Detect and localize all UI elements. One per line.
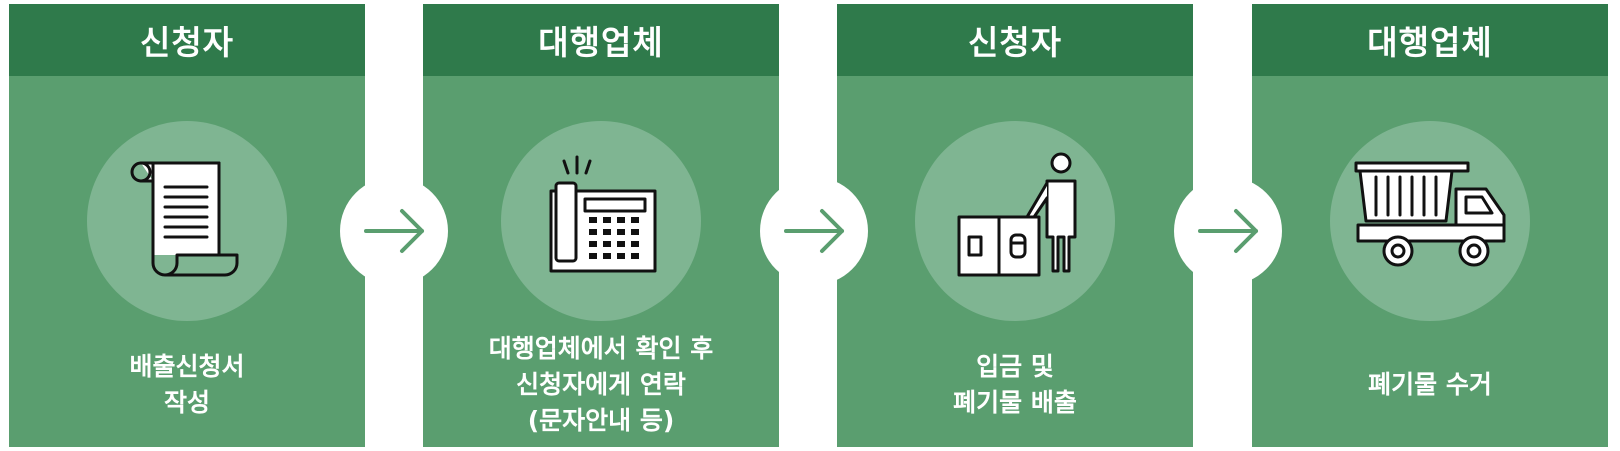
step-1-line-1: 배출신청서 — [129, 351, 245, 381]
step-3-actor: 신청자 — [837, 4, 1193, 76]
office-phone-icon — [549, 155, 657, 273]
step-1-description: 배출신청서 작성 — [9, 322, 365, 447]
step-2-description: 대행업체에서 확인 후 신청자에게 연락 (문자안내 등) — [423, 322, 779, 447]
step-2-line-2: 신청자에게 연락 — [516, 369, 686, 399]
step-1-actor: 신청자 — [9, 4, 365, 76]
step-4-description: 폐기물 수거 — [1252, 322, 1608, 447]
step-card-3: 신청자 입금 및 폐기물 배출 — [837, 4, 1193, 447]
step-card-4: 대행업체 폐기물 수거 — [1252, 4, 1608, 447]
step-3-line-2: 폐기물 배출 — [953, 387, 1077, 417]
arrow-right-icon — [784, 209, 844, 253]
step-3-icon-circle — [915, 121, 1115, 321]
step-4-actor: 대행업체 — [1252, 4, 1608, 76]
step-2-icon-circle — [501, 121, 701, 321]
step-4-icon-circle — [1330, 121, 1530, 321]
step-arrow-1 — [340, 177, 448, 285]
step-2-actor: 대행업체 — [423, 4, 779, 76]
step-arrow-3 — [1174, 177, 1282, 285]
step-4-line-1: 폐기물 수거 — [1368, 369, 1492, 399]
step-3-description: 입금 및 폐기물 배출 — [837, 322, 1193, 447]
dump-truck-icon — [1354, 161, 1506, 267]
step-card-2: 대행업체 대행업체에서 확인 후 신청자에게 연락 (문자안내 등) — [423, 4, 779, 447]
arrow-right-icon — [1198, 209, 1258, 253]
step-1-icon-circle — [87, 121, 287, 321]
arrow-right-icon — [364, 209, 424, 253]
document-scroll-icon — [130, 161, 239, 277]
step-2-line-1: 대행업체에서 확인 후 — [488, 333, 714, 363]
step-card-1: 신청자 배출신청서 작성 — [9, 4, 365, 447]
step-arrow-2 — [760, 177, 868, 285]
person-disposing-waste-icon — [957, 152, 1077, 277]
step-1-line-2: 작성 — [163, 387, 210, 417]
step-2-line-3: (문자안내 등) — [527, 405, 675, 435]
step-3-line-1: 입금 및 — [976, 351, 1054, 381]
